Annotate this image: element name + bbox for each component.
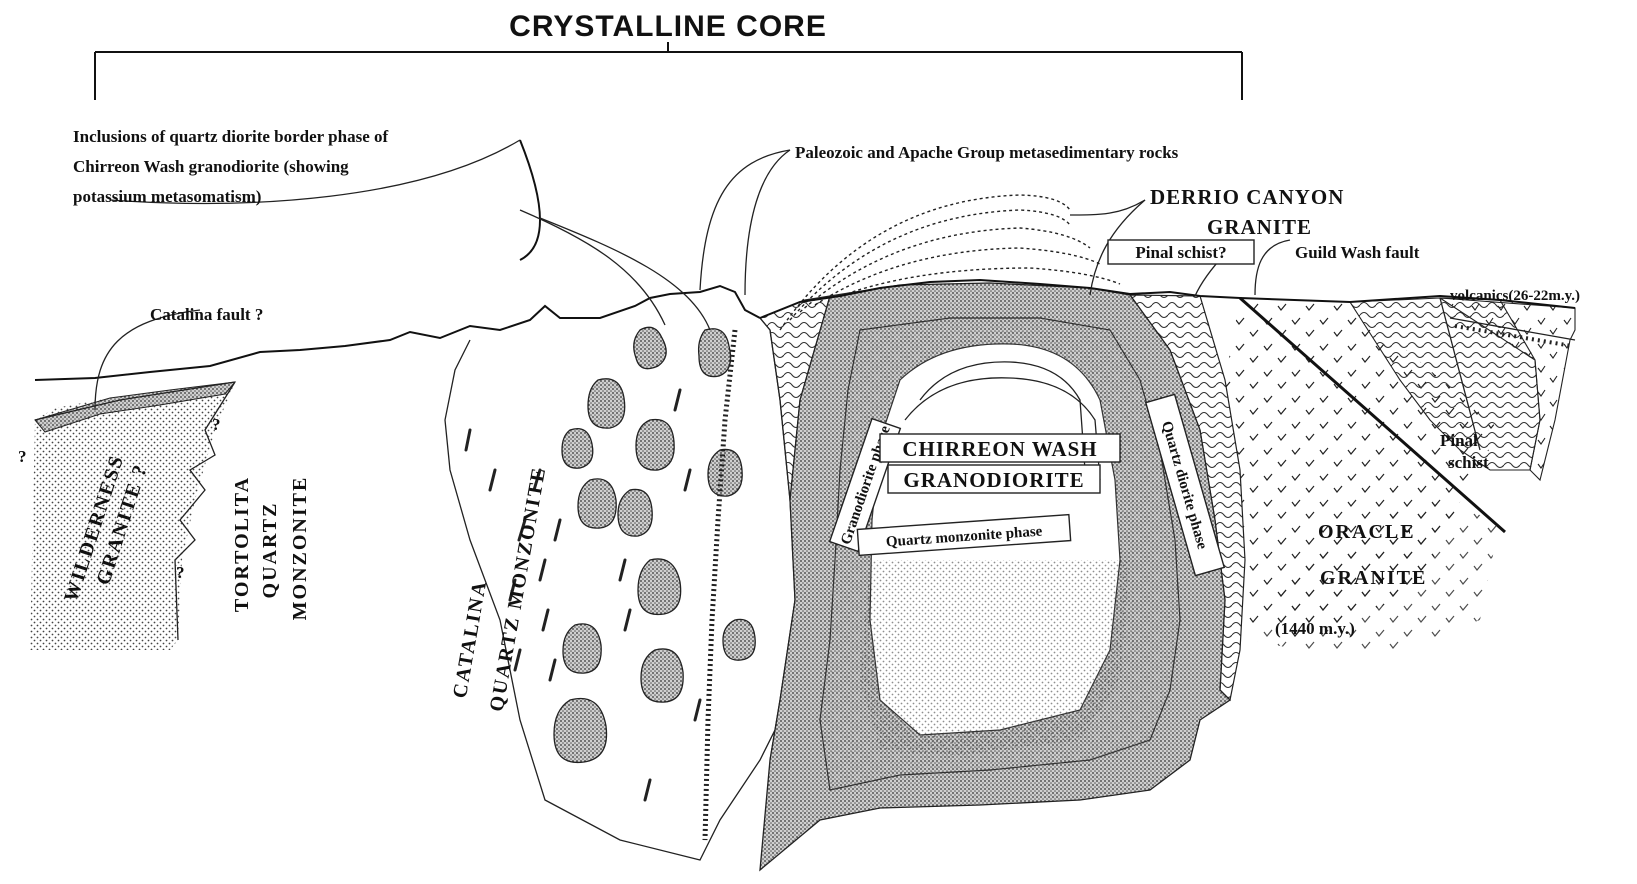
oracle-age-label: (1440 m.y.): [1275, 619, 1355, 638]
derrio-canyon-label-1: DERRIO CANYON: [1150, 185, 1344, 209]
tortolita-label-2: QUARTZ: [259, 502, 281, 599]
inclusions-label-3: potassium metasomatism): [73, 187, 261, 206]
paleozoic-label: Paleozoic and Apache Group metasedimenta…: [795, 143, 1179, 162]
inclusions-label-2: Chirreon Wash granodiorite (showing: [73, 157, 349, 176]
pinal-schist-label-2: schist: [1448, 453, 1489, 472]
catalina-fault-label: Catalina fault ?: [150, 305, 263, 324]
chirreon-lower-stipple: [860, 560, 1130, 755]
question-mark-1: ?: [18, 447, 27, 466]
tortolita-label-3: MONZONITE: [289, 476, 311, 621]
catalina-label-1: CATALINA: [449, 578, 491, 700]
chirreon-label-1: CHIRREON WASH: [902, 437, 1097, 461]
oracle-label-1: ORACLE: [1318, 521, 1416, 543]
oracle-label-2: GRANITE: [1320, 567, 1427, 589]
chirreon-label-2: GRANODIORITE: [903, 468, 1084, 492]
diagram-title: CRYSTALLINE CORE: [509, 10, 827, 43]
volcanics-label: volcanics(26-22m.y.): [1450, 288, 1580, 304]
guild-wash-fault-label: Guild Wash fault: [1295, 243, 1420, 262]
pinal-schist-label-1: Pinal: [1440, 431, 1478, 450]
diorite-inclusions: [554, 327, 755, 762]
derrio-canyon-label-2: GRANITE: [1207, 215, 1312, 239]
dotted-dike: [705, 330, 735, 840]
inclusions-label-1: Inclusions of quartz diorite border phas…: [73, 127, 388, 146]
question-mark-2: ?: [212, 415, 221, 434]
question-mark-3: ?: [176, 563, 185, 582]
pinal-schist-q-label: Pinal schist?: [1135, 243, 1226, 262]
tortolita-label-1: TORTOLITA: [231, 476, 253, 612]
catalina-label-2: QUARTZ MONZONITE: [486, 465, 551, 714]
